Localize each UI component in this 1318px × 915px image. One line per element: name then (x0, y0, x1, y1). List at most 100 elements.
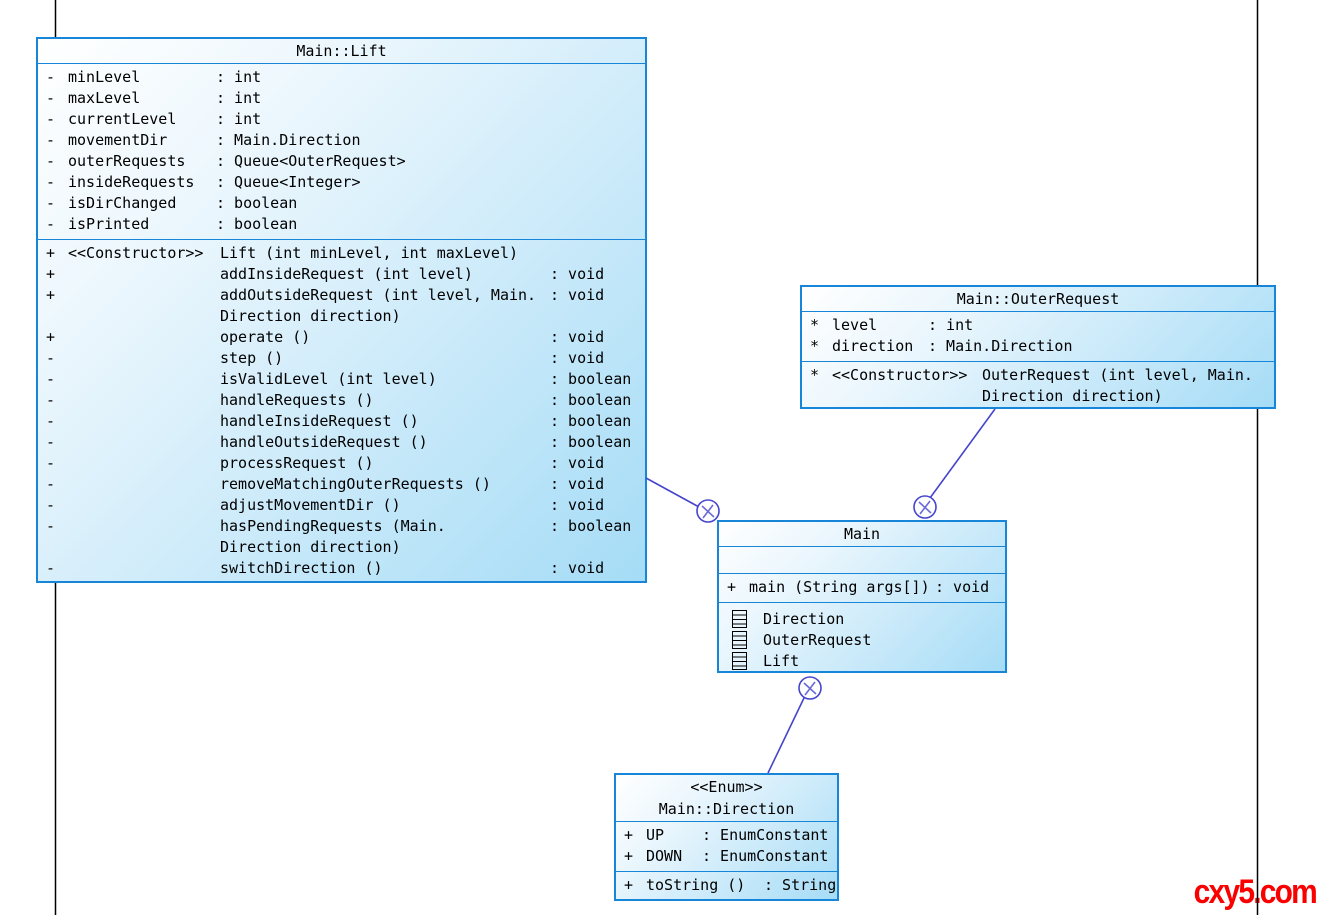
visibility-marker: + (624, 876, 634, 894)
class-stereotype: <<Enum>> (690, 778, 763, 796)
visibility-marker: - (46, 412, 56, 430)
attribute-type: : int (216, 68, 262, 86)
class-box-main-outerrequest[interactable]: Main::OuterRequest*level: int*direction:… (800, 285, 1276, 409)
method-return-type: : void (550, 475, 605, 493)
visibility-marker: - (46, 89, 56, 107)
attributes-compartment (719, 546, 1005, 573)
method-return-type: : String (764, 876, 837, 894)
attribute-row: -currentLevel : int (46, 109, 637, 130)
attribute-row: * direction : Main.Direction (810, 336, 1266, 357)
class-title-compartment: Main::Lift (38, 39, 645, 63)
containment-anchor-icon (913, 495, 937, 519)
method-signature: toString () (646, 876, 746, 894)
attribute-name: outerRequests (68, 152, 186, 170)
method-row: -isValidLevel (int level): boolean (46, 369, 637, 390)
nested-class-icon (727, 609, 763, 628)
visibility-marker: - (46, 110, 56, 128)
attribute-type: : Main.Direction (928, 337, 1073, 355)
class-title: Main::Direction (658, 800, 795, 818)
visibility-marker: - (46, 215, 56, 233)
visibility-marker: - (46, 152, 56, 170)
attribute-type: : Queue<OuterRequest> (216, 152, 406, 170)
methods-compartment: *<<Constructor>>OuterRequest (int level,… (802, 361, 1274, 407)
method-signature: isValidLevel (int level) (220, 370, 437, 388)
class-title-compartment: Main::OuterRequest (802, 287, 1274, 311)
method-row: + toString () : String (624, 875, 836, 896)
class-box-main-direction[interactable]: <<Enum>>Main::Direction+ UP: EnumConstant… (614, 773, 839, 901)
nested-class-icon (727, 630, 763, 649)
methods-compartment: +<<Constructor>>Lift (int minLevel, int … (38, 239, 645, 581)
method-signature: removeMatchingOuterRequests () (220, 475, 491, 493)
method-return-type: : boolean (550, 391, 632, 409)
method-signature: OuterRequest (int level, Main. Direction… (982, 366, 1253, 405)
class-box-main-lift[interactable]: Main::Lift-minLevel: int-maxLevel: int-c… (36, 37, 647, 583)
method-row: +operate (): void (46, 327, 637, 348)
visibility-marker: - (46, 391, 56, 409)
attribute-name: maxLevel (68, 89, 141, 107)
visibility-marker: + (624, 826, 634, 844)
method-signature: hasPendingRequests (Main. Direction dire… (220, 517, 446, 556)
attribute-name: insideRequests (68, 173, 195, 191)
method-row: -adjustMovementDir (): void (46, 495, 637, 516)
attribute-type: : boolean (216, 215, 298, 233)
attribute-name: isPrinted (68, 215, 150, 233)
method-row: +addInsideRequest (int level): void (46, 264, 637, 285)
visibility-marker: + (727, 578, 737, 596)
method-return-type: : void (935, 578, 990, 596)
attribute-name: level (832, 316, 878, 334)
nested-class-name: Direction (763, 609, 845, 628)
attributes-compartment: -minLevel: int-maxLevel: int-currentLeve… (38, 63, 645, 239)
nested-class-icon (727, 651, 763, 670)
attribute-row: -outerRequests : Queue<OuterRequest> (46, 151, 637, 172)
method-signature: addOutsideRequest (int level, Main. Dire… (220, 286, 537, 325)
class-title: Main::OuterRequest (956, 290, 1120, 308)
attribute-row: *level: int (810, 315, 1266, 336)
methods-compartment: + toString () : String (616, 871, 837, 899)
methods-compartment: +main (String args[]): void (719, 573, 1005, 602)
nested-class-row[interactable]: OuterRequest (727, 629, 997, 650)
nested-class-row[interactable]: Lift (727, 650, 997, 671)
class-title: Main (843, 525, 881, 543)
method-return-type: : boolean (550, 412, 632, 430)
attribute-row: -isPrinted : boolean (46, 214, 637, 235)
attribute-row: -insideRequests: Queue<Integer> (46, 172, 637, 193)
attribute-name: UP (646, 826, 665, 844)
method-return-type: : void (550, 328, 605, 346)
method-return-type: : void (550, 286, 605, 304)
nested-class-name: Lift (763, 651, 800, 670)
method-signature: switchDirection () (220, 559, 383, 577)
attribute-type: : EnumConstant (702, 847, 829, 865)
visibility-marker: - (46, 194, 56, 212)
visibility-marker: - (46, 559, 56, 577)
method-row: +addOutsideRequest (int level, Main. Dir… (46, 285, 637, 327)
visibility-marker: * (810, 337, 820, 355)
nested-class-name: OuterRequest (763, 630, 872, 649)
attribute-type: : int (216, 110, 262, 128)
attribute-name: isDirChanged (68, 194, 177, 212)
method-return-type: : void (550, 454, 605, 472)
nesting-connector-direction-main (767, 676, 822, 774)
attribute-name: currentLevel (68, 110, 177, 128)
attribute-row: +UP: EnumConstant (624, 825, 829, 846)
attribute-name: direction (832, 337, 914, 355)
visibility-marker: - (46, 454, 56, 472)
nesting-connector-lift-main (645, 477, 720, 523)
method-return-type: : void (550, 349, 605, 367)
attribute-row: -movementDir: Main.Direction (46, 130, 637, 151)
method-stereotype: <<Constructor>> (68, 244, 204, 262)
attribute-name: minLevel (68, 68, 141, 86)
method-row: -handleInsideRequest (): boolean (46, 411, 637, 432)
class-title-compartment: Main (719, 522, 1005, 546)
containment-anchor-icon (798, 676, 822, 700)
visibility-marker: * (810, 316, 820, 334)
method-row: -processRequest (): void (46, 453, 637, 474)
attribute-row: -isDirChanged: boolean (46, 193, 637, 214)
method-row: -removeMatchingOuterRequests (): void (46, 474, 637, 495)
watermark: cxy5.com (1193, 873, 1318, 911)
nesting-connector-outerrequest-main (913, 408, 996, 519)
method-return-type: : void (550, 559, 605, 577)
method-return-type: : boolean (550, 433, 632, 451)
nested-class-row[interactable]: Direction (727, 608, 997, 629)
method-return-type: : void (550, 496, 605, 514)
